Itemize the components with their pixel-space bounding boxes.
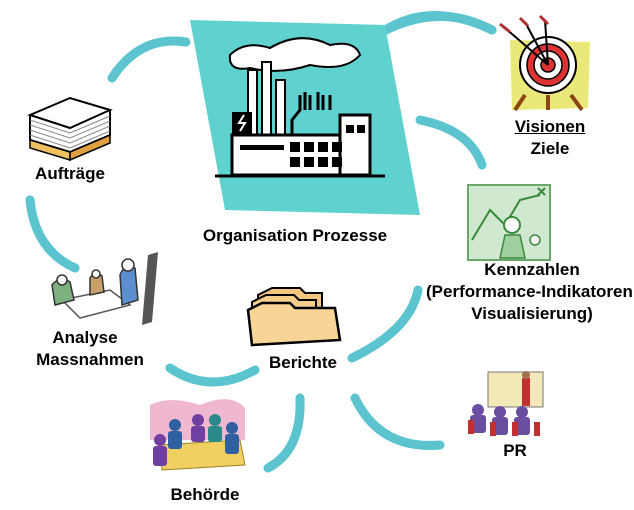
- center-label: Organisation Prozesse: [202, 226, 388, 245]
- ziele-label: Ziele: [530, 139, 570, 158]
- analyse-label: Analyse: [52, 328, 118, 347]
- target-icon: [499, 14, 590, 112]
- paper-stack-icon: [27, 96, 113, 162]
- folder-icon: [246, 287, 342, 347]
- presentation-chart-icon: [467, 184, 551, 261]
- audience-icon: [468, 371, 544, 436]
- auftraege-label: Aufträge: [35, 164, 105, 183]
- berichte-label: Berichte: [268, 353, 338, 372]
- arrow-berichte-to-analyse: [165, 363, 260, 387]
- performance-indikatoren-label: (Performance-Indikatoren: [426, 282, 633, 301]
- meeting-icon: [150, 399, 246, 471]
- arrow-berichte-to-behoerde: [263, 393, 305, 473]
- arrow-analyse-to-auftraege: [25, 195, 80, 273]
- arrow-berichte-to-pr: [350, 393, 445, 451]
- massnahmen-label: Massnahmen: [36, 350, 144, 369]
- visionen-label: Visionen: [514, 117, 586, 136]
- factory-icon: [190, 20, 420, 215]
- pr-label: PR: [503, 441, 527, 460]
- arrow-auftraege-to-center: [107, 36, 191, 83]
- arrow-visionen-to-center: [377, 12, 497, 37]
- arrow-center-to-kennzahlen: [415, 115, 487, 170]
- visualisierung-label: Visualisierung): [471, 304, 593, 323]
- behoerde-label: Behörde: [170, 485, 240, 504]
- kennzahlen-label: Kennzahlen: [484, 260, 580, 279]
- arrow-kennzahlen-to-berichte: [347, 285, 423, 363]
- people-analysis-icon: [51, 252, 158, 325]
